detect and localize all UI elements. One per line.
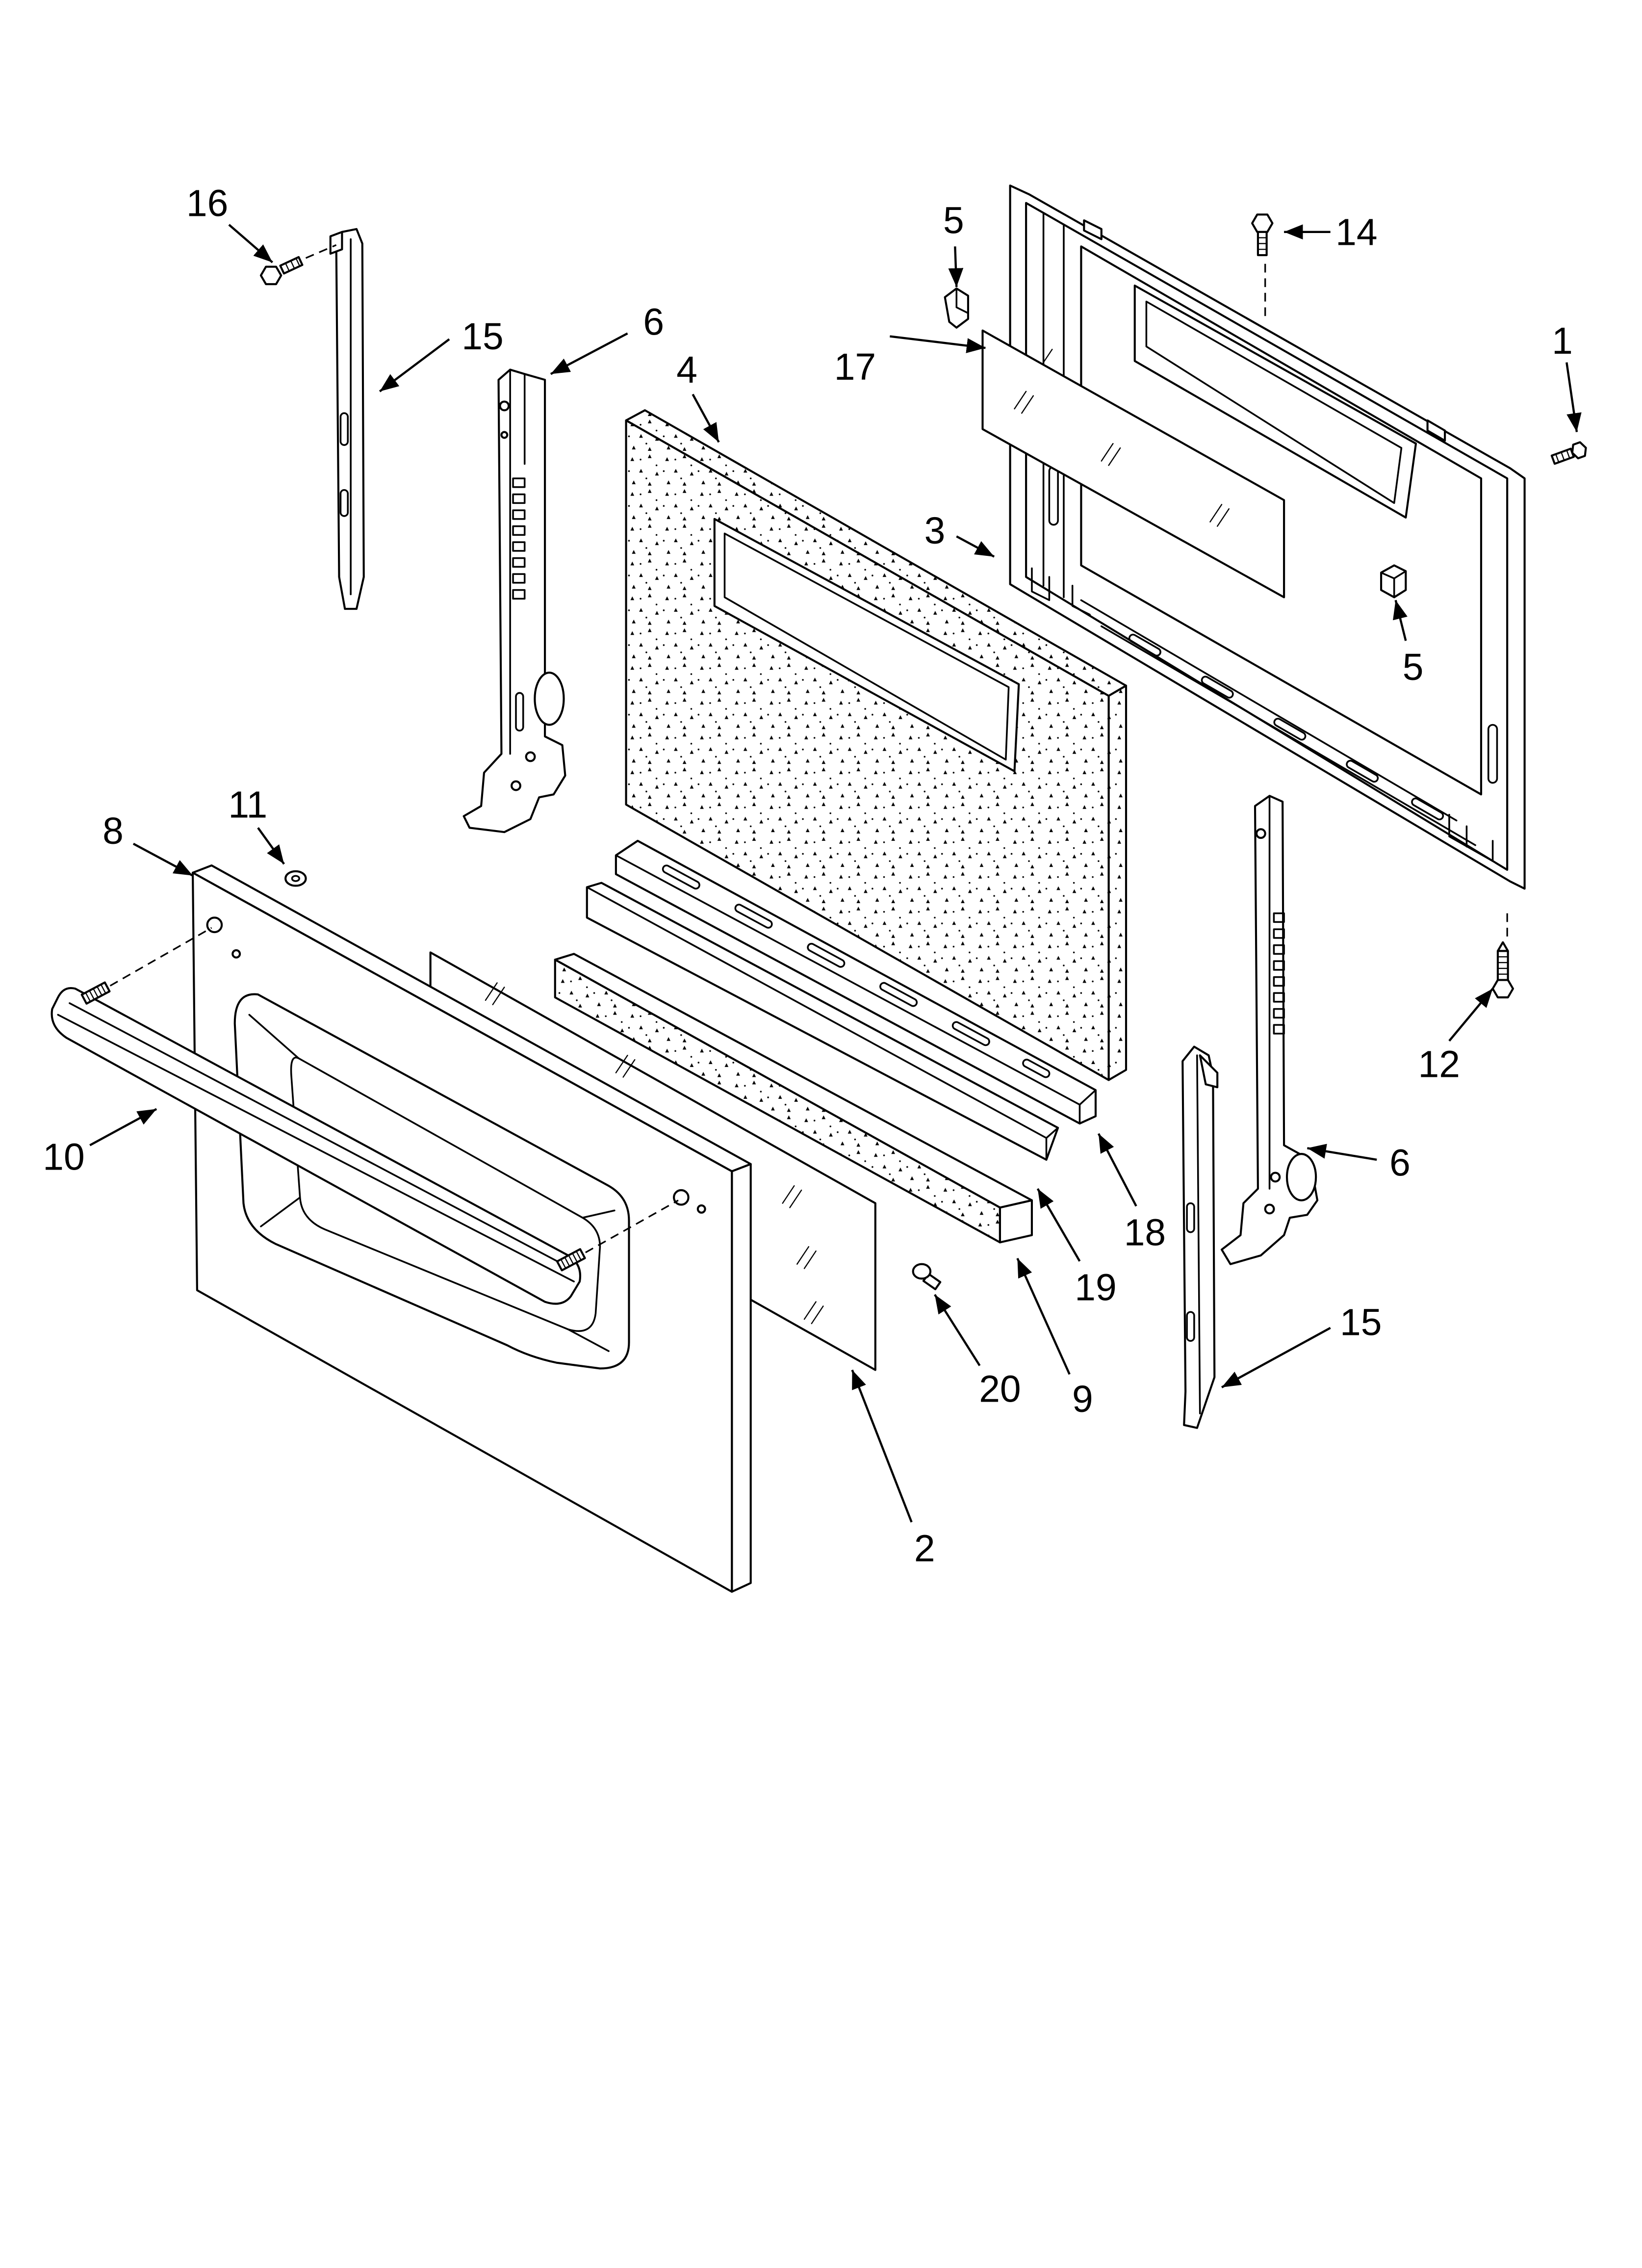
inner-window-glass [981,329,1285,599]
hinge-bracket-right [1181,1045,1219,1429]
callout-arrow-8 [132,842,194,877]
callout-arrow-15-left [379,338,450,392]
screw-top [1251,213,1274,257]
callout-arrow-6-right [1307,1144,1377,1161]
handle-screw-left-guide [109,927,212,987]
callout-label-20: 20 [979,1368,1021,1410]
screw-frame-side [1550,441,1587,465]
callout-label-14: 14 [1335,211,1377,253]
insulation-panel [625,409,1128,1081]
callout-arrow-20 [934,1294,981,1366]
callout-arrow-10 [89,1108,157,1147]
callout-label-18: 18 [1124,1211,1166,1253]
callout-label-16: 16 [186,182,228,224]
callout-label-17: 17 [834,346,876,388]
callout-arrow-11 [257,827,285,865]
callout-label-15-right: 15 [1340,1301,1382,1343]
callout-arrow-15-right [1221,1327,1331,1388]
door-trim-strip [554,953,1033,1244]
callout-arrow-17 [890,335,986,353]
hinge-bracket-left [329,228,365,610]
handle-screw-left [80,981,111,1005]
callout-label-15-left: 15 [462,315,503,358]
callout-arrow-5-bottom [1393,600,1408,641]
callout-arrow-16 [228,224,274,263]
callout-label-8: 8 [103,810,124,852]
callout-arrow-6-left [550,332,628,375]
screw-bracket-guide [305,244,337,259]
vent-baffle [586,882,1059,1161]
callout-label-9: 9 [1072,1378,1093,1420]
callout-label-5-bottom: 5 [1403,646,1424,688]
hinge-left [462,368,566,834]
vent-channel [615,839,1097,1125]
callout-label-10: 10 [43,1136,84,1178]
callout-label-3: 3 [924,510,946,552]
callout-arrow-3 [956,535,995,558]
handle-screw-right-guide [585,1199,679,1253]
callout-arrow-1 [1565,362,1582,432]
screw-bracket [259,256,304,286]
screw-bottom [1491,941,1514,999]
callout-arrow-2 [851,1369,913,1523]
callout-arrow-19 [1036,1188,1081,1262]
callout-arrow-9 [1016,1257,1071,1375]
callout-label-1: 1 [1552,320,1573,362]
glass-clip-bottom [1380,564,1407,599]
callout-label-2: 2 [914,1527,935,1569]
callout-label-6-right: 6 [1389,1142,1411,1184]
door-bumper [912,1263,942,1290]
callout-label-5-top: 5 [943,200,964,242]
door-handle [51,987,581,1305]
callout-label-19: 19 [1075,1267,1116,1309]
callout-arrow-4 [692,393,720,443]
handle-screw-right [556,1248,586,1272]
washer [284,870,307,887]
hinge-right [1220,795,1319,1265]
callout-arrow-5-top [948,246,964,287]
callout-arrow-18 [1097,1133,1137,1207]
callout-arrow-12 [1448,988,1494,1042]
glass-clip-top [944,287,969,329]
callout-label-4: 4 [676,349,697,391]
callout-label-6-left: 6 [643,301,664,343]
callout-label-11: 11 [228,784,267,826]
callout-label-12: 12 [1418,1043,1460,1086]
